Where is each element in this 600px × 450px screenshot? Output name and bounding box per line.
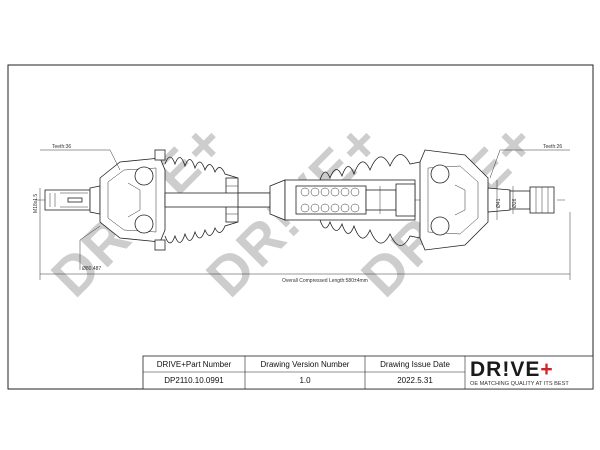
right-boot	[319, 154, 421, 246]
header-part-number: DRIVE+Part Number	[157, 360, 232, 369]
left-boot	[164, 156, 239, 244]
brand-logo: DR!VE+ OE MATCHING QUALITY AT ITS BEST	[470, 358, 569, 387]
value-part-number: DP2110.10.0991	[164, 376, 224, 385]
header-issue-date: Drawing Issue Date	[380, 360, 450, 369]
left-stub-shaft	[44, 185, 101, 215]
header-version: Drawing Version Number	[261, 360, 350, 369]
dia-b-label: Ø26	[512, 198, 518, 208]
value-version: 1.0	[299, 376, 311, 385]
teeth-right-label: Teeth:26	[543, 144, 562, 150]
roller-balls	[300, 187, 360, 213]
right-tripod-housing	[284, 179, 416, 221]
teeth-left-label: Teeth:36	[52, 144, 71, 150]
value-issue-date: 2022.5.31	[397, 376, 433, 385]
title-block: DRIVE+Part Number Drawing Version Number…	[142, 355, 594, 390]
abs-diameter-label: Ø80.487	[82, 266, 101, 272]
logo-tagline: OE MATCHING QUALITY AT ITS BEST	[470, 381, 569, 387]
dimension-annotations: Teeth:36 Teeth:26 M18x1.5 Overall Compre…	[33, 144, 571, 284]
dia-a-label: Ø41	[496, 198, 502, 208]
right-stub-shaft	[487, 186, 555, 214]
logo-plus: +	[540, 358, 553, 381]
logo-text: DR!VE+	[470, 358, 554, 381]
left-cv-joint	[99, 149, 166, 251]
thread-label: M18x1.5	[33, 194, 39, 213]
overall-length-label: Overall Compressed Length:580±4mm	[282, 278, 368, 284]
right-cv-joint	[419, 149, 489, 251]
